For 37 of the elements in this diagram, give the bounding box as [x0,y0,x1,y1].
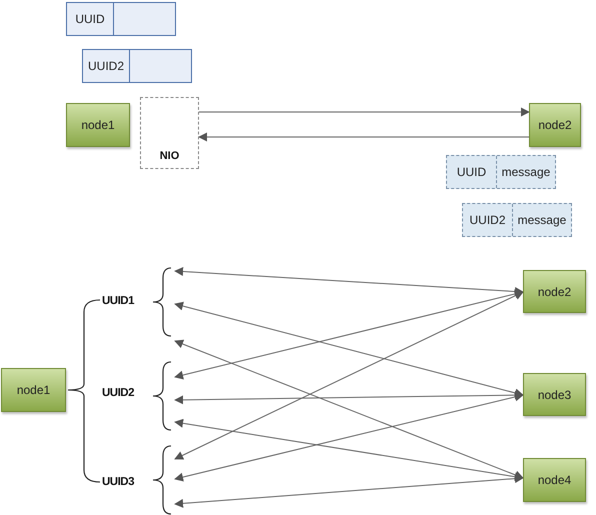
cell-text: UUID [447,156,497,188]
arrow [174,290,524,380]
nio-box [140,97,199,169]
arrow [174,267,524,296]
node-box [523,458,586,502]
record-box [66,2,176,36]
key-label: UUID1 [102,295,134,307]
arrow [174,418,524,482]
record-box [82,49,192,83]
key-label: UUID2 [102,387,134,399]
message-box [462,203,572,237]
node-label: node1 [81,118,115,132]
cell-text: UUID2 [83,50,130,82]
arrow [198,132,530,142]
node-box [523,373,586,416]
cell-text: message [516,212,568,229]
cell-text: UUID [67,3,114,35]
node-label: node2 [538,118,572,132]
arrow [174,302,524,398]
node-label: node3 [538,388,572,402]
node-label: NIO [160,150,180,162]
node-box [523,270,586,313]
node-label: node2 [538,284,572,298]
node-label: node1 [16,383,50,397]
arrow [198,108,530,116]
node-label: node4 [538,473,572,487]
arrow [174,291,524,460]
cell-text: message [500,164,552,181]
message-box [446,155,556,189]
arrow [174,392,524,482]
key-label: UUID3 [102,476,134,488]
arrow [174,340,524,480]
arrow [174,474,524,508]
node-box [66,103,130,147]
node-box [1,368,66,412]
cell-text: UUID2 [463,204,513,236]
node-box [529,103,581,147]
